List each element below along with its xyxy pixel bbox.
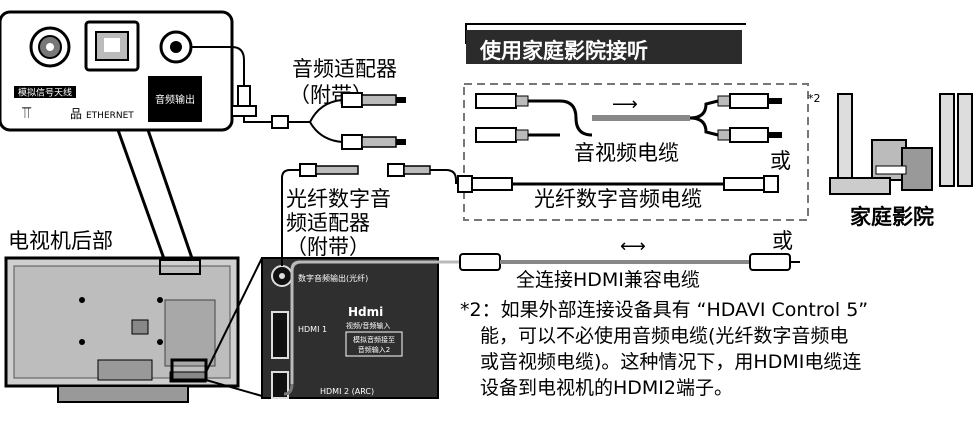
av-cable-label: 音视频电缆 — [574, 141, 679, 165]
tv-panel-closeup: 模拟信号天线 ⫪ 品 ETHERNET 音频输出 — [0, 10, 234, 132]
ethernet-port-icon — [84, 20, 140, 72]
hdmi1-port-icon — [271, 311, 289, 359]
note-line-4: 设备到电视机的HDMI2端子。 — [480, 377, 733, 399]
optical-out-label: 数字音频输出(光纤) — [298, 273, 368, 283]
hdmi-arrow: ⟷ — [620, 236, 646, 257]
hdmi2-port-icon — [271, 371, 289, 399]
optical-cable-label: 光纤数字音频电缆 — [534, 187, 702, 211]
hdmi-cable-icon — [459, 253, 800, 271]
cable-options-box — [463, 83, 809, 221]
connector-panel-closeup: 数字音频输出(光纤) HDMI 1 Hdmi 视频/音频输入 模拟音频接至 音频… — [261, 257, 439, 399]
hdmi2-label: HDMI 2 (ARC) — [320, 387, 374, 396]
speaker-note-marker: *2 — [808, 92, 821, 105]
note-line-2: 能，可以不必使用音频电缆(光纤数字音频电 — [480, 325, 848, 347]
tv-rear-illustration — [4, 256, 240, 403]
home-theater-label: 家庭影院 — [850, 205, 934, 229]
av-arrow: ⟶ — [612, 94, 638, 115]
analog-audio-label-2: 音频输入2 — [358, 345, 390, 354]
note-line-3: 或音视频电缆)。这种情况下，用HDMI电缆连 — [480, 351, 861, 373]
audio-out-label: 音频输出 — [155, 93, 195, 106]
audio-adapter-label: 音频适配器 — [292, 57, 397, 81]
hdmi-av-in-label: 视频/音频输入 — [346, 321, 390, 330]
ethernet-label: ETHERNET — [86, 111, 134, 121]
analog-antenna-label: 模拟信号天线 — [18, 87, 72, 99]
optical-adapter-icon — [281, 163, 457, 266]
or-label-2: 或 — [772, 229, 793, 253]
av-cable-icon — [475, 93, 782, 143]
hdmi-logo: Hdmi — [348, 305, 383, 319]
analog-audio-label-1: 模拟音频接至 — [353, 335, 395, 344]
optical-adapter-note: （附带） — [286, 235, 370, 259]
optical-adapter-label-2: 频适配器 — [286, 211, 370, 235]
hdmi-cable-label: 全连接HDMI兼容电缆 — [516, 269, 700, 291]
network-symbol-icon: 品 — [70, 107, 82, 121]
antenna-symbol-icon: ⫪ — [22, 103, 31, 122]
home-theater-title: 使用家庭影院接听 — [479, 39, 648, 63]
home-theater-icon — [829, 93, 973, 195]
optical-adapter-label-1: 光纤数字音 — [286, 187, 391, 211]
audio-adapter-icon — [231, 85, 406, 150]
optical-cable-icon — [457, 175, 779, 193]
hdmi1-label: HDMI 1 — [298, 325, 327, 334]
note-line-1: *2：如果外部连接设备具有 “HDAVI Control 5” — [460, 299, 868, 321]
or-label-1: 或 — [770, 149, 791, 173]
title-banner — [466, 30, 742, 64]
tv-rear-label: 电视机后部 — [8, 229, 113, 253]
